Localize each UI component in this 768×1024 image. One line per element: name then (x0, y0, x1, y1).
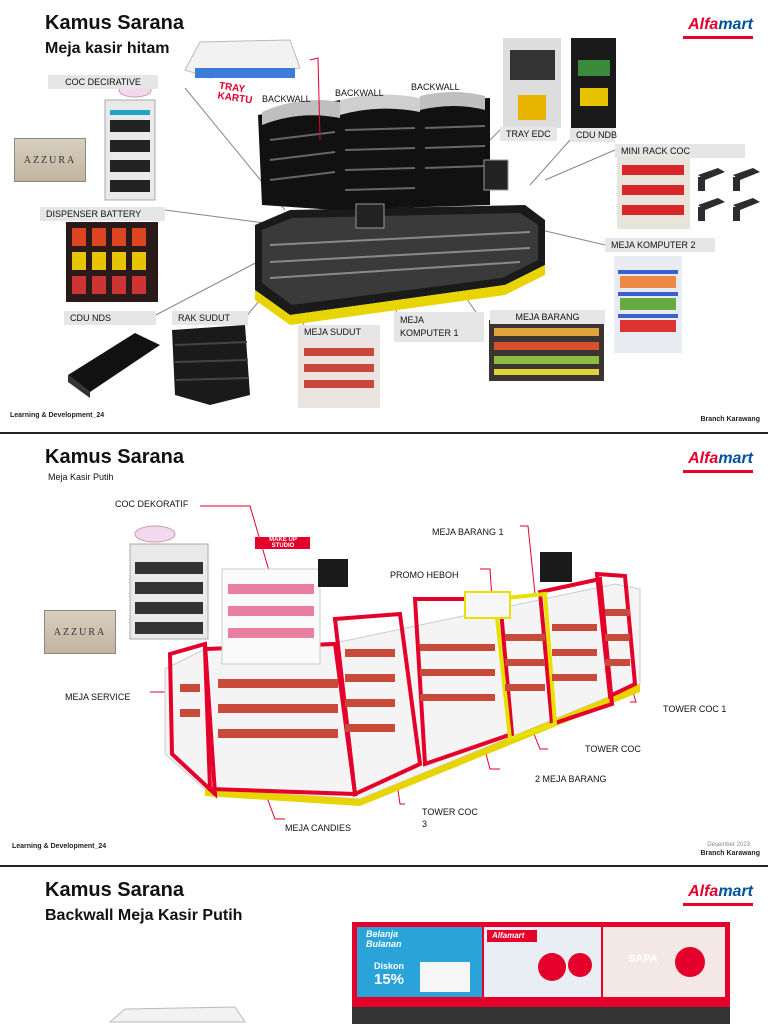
banner-bulanan: Bulanan (366, 939, 402, 949)
label-2-meja-barang: 2 MEJA BARANG (535, 774, 607, 784)
slide-title: Kamus Sarana (45, 879, 184, 901)
label-tower-coc-1: TOWER COC 1 (663, 704, 727, 714)
logo-underline (683, 36, 753, 39)
label-dispenser-battery: DISPENSER BATTERY (40, 207, 165, 221)
alfamart-logo: Alfamart (688, 16, 753, 33)
slide-meja-kasir-putih: Kamus Sarana Meja Kasir Putih Alfamart (0, 434, 768, 865)
slide-title: Kamus Sarana (45, 446, 184, 468)
azzura-furniture-photo: AZZURA (44, 610, 116, 654)
banner-belanja: Belanja (366, 929, 399, 939)
footer-right: Branch Karawang (700, 416, 760, 423)
banner-15-percent: 15% (374, 971, 405, 988)
azzura-furniture-photo: AZZURA (14, 138, 86, 182)
label-mini-rack-coc: MINI RACK COC (615, 144, 745, 158)
footer-left: Learning & Development_24 (10, 412, 105, 419)
label-meja-sudut: MEJA SUDUT (298, 325, 380, 339)
label-meja-komputer-2: MEJA KOMPUTER 2 (605, 238, 715, 252)
label-backwall-3: BACKWALL (411, 82, 460, 92)
label-promo-heboh: PROMO HEBOH (390, 570, 459, 580)
footer-date: Desember 2023 (707, 842, 750, 848)
black-cashier-illustration (66, 38, 760, 408)
slide-subtitle: Meja Kasir Putih (48, 472, 114, 482)
label-coc-decorative: COC DECIRATIVE (48, 75, 158, 89)
white-cashier-illustration (129, 505, 641, 820)
banner-alfamart: Alfamart (492, 931, 525, 940)
logo-underline (683, 903, 753, 906)
slide-subtitle: Backwall Meja Kasir Putih (45, 907, 243, 924)
backwall-illustration (108, 922, 730, 1024)
label-cdu-nds: CDU NDS (64, 311, 156, 325)
label-backwall-1: BACKWALL (262, 94, 311, 104)
label-cdu-ndb: CDU NDB (570, 128, 617, 142)
slide-subtitle: Meja kasir hitam (45, 40, 170, 57)
footer-left: Learning & Development_24 (12, 843, 107, 850)
logo-underline (683, 470, 753, 473)
banner-sapa: SAPA (628, 953, 658, 965)
label-rak-sudut: RAK SUDUT (172, 311, 248, 325)
label-tower-coc: TOWER COC (585, 744, 641, 754)
label-backwall-2: BACKWALL (335, 88, 384, 98)
slide-meja-kasir-hitam: Kamus Sarana Meja kasir hitam Alfamart (0, 0, 768, 432)
alfamart-logo: Alfamart (688, 883, 753, 900)
label-meja-barang-1: MEJA BARANG 1 (432, 527, 504, 537)
label-tray-edc: TRAY EDC (500, 127, 557, 141)
banner-diskon: Diskon (374, 961, 405, 971)
label-coc-dekoratif: COC DEKORATIF (115, 499, 189, 509)
footer-right: Branch Karawang (700, 850, 760, 857)
slide-title: Kamus Sarana (45, 12, 184, 34)
makeup-studio-sign: MAKE UP STUDIO (269, 537, 297, 549)
alfamart-logo: Alfamart (688, 450, 753, 467)
label-meja-barang: MEJA BARANG (490, 310, 605, 324)
label-meja-service: MEJA SERVICE (65, 692, 131, 702)
label-meja-candies: MEJA CANDIES (285, 823, 352, 833)
slide-backwall-meja-kasir-putih: Kamus Sarana Backwall Meja Kasir Putih A… (0, 867, 768, 1024)
